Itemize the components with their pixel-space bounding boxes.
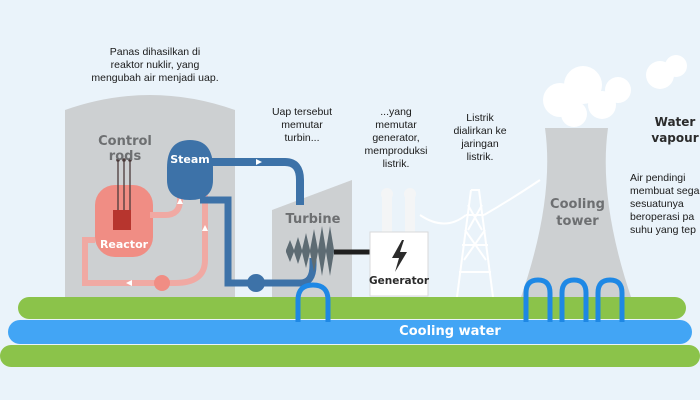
cooling-tower xyxy=(520,128,632,300)
label-water-vapour: Water vapour xyxy=(651,115,699,145)
cooling-tower-loops xyxy=(523,277,625,322)
caption-reactor-heat: Panas dihasilkan di reaktor nuklir, yang… xyxy=(91,46,219,84)
lightning-bolt-icon xyxy=(392,240,407,272)
ground-strip-top xyxy=(18,297,686,319)
vapour-cloud-icon xyxy=(543,55,687,127)
control-rod-tips xyxy=(116,158,132,162)
label-cooling-tower: Cooling tower xyxy=(550,197,605,229)
flow-arrow-icon xyxy=(126,280,132,286)
control-rod-block xyxy=(113,210,131,230)
ground-strip-bottom xyxy=(0,345,700,367)
label-cooling-water: Cooling water xyxy=(399,324,501,339)
steam-generator xyxy=(167,140,213,200)
condenser-loop xyxy=(295,282,331,322)
generator-chimney xyxy=(382,195,392,235)
caption-grid: Listrik dialirkan ke jaringan listrik. xyxy=(453,112,507,163)
caption-cooling-note: Air pendingi membuat sega sesuatunya ber… xyxy=(630,172,700,236)
label-reactor: Reactor xyxy=(99,238,149,251)
primary-pump xyxy=(154,275,170,291)
label-generator: Generator xyxy=(368,275,429,287)
label-control-rods: Control rods xyxy=(98,134,152,164)
turbine-rotor-icon xyxy=(286,226,334,276)
flow-arrow-icon xyxy=(256,159,262,165)
primary-loop-return xyxy=(82,195,208,286)
label-turbine: Turbine xyxy=(285,212,341,227)
flow-arrow-icon xyxy=(177,198,183,204)
cooling-water-channel xyxy=(8,320,692,344)
control-rods-icon xyxy=(117,160,131,210)
flow-arrow-icon xyxy=(202,225,208,231)
label-steam: Steam xyxy=(170,153,210,166)
generator-chimney xyxy=(405,195,415,235)
feedwater-pump xyxy=(247,274,265,292)
steam-pipe xyxy=(212,158,304,205)
transmission-tower-icon xyxy=(419,179,541,298)
caption-steam-turbine: Uap tersebut memutar turbin... xyxy=(271,106,333,144)
caption-turbine-generator: ...yang memutar generator, memproduksi l… xyxy=(364,106,428,170)
